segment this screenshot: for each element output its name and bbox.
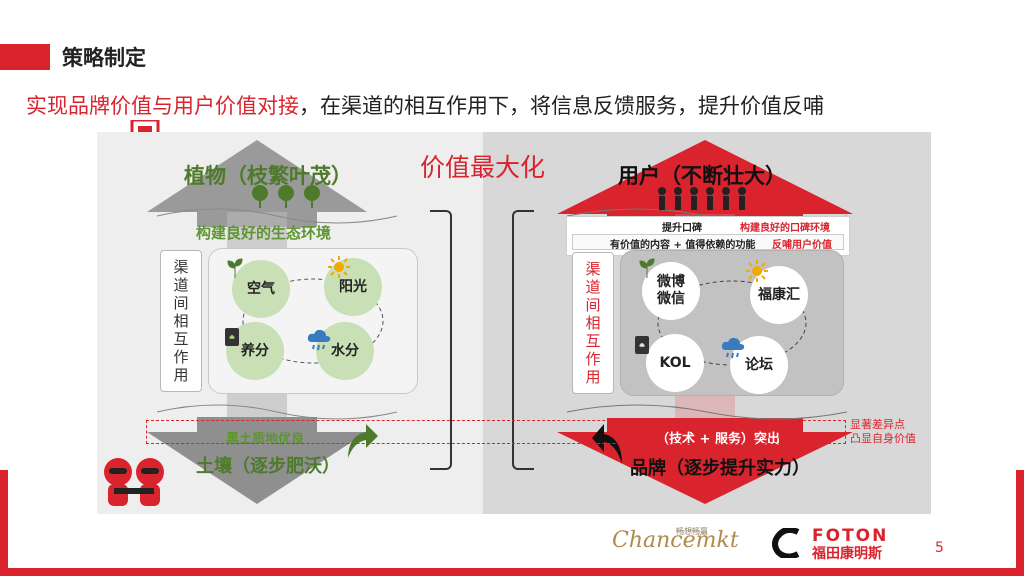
cycle-dashes-left [242, 278, 384, 364]
channel-char: 相 [173, 312, 189, 330]
header-accent-bar [0, 44, 50, 70]
fukanghui-circle: 福康汇 [750, 266, 808, 324]
people-icon [658, 187, 746, 210]
trees-icon [252, 185, 320, 208]
foton-logo-en: FOTON [812, 526, 889, 546]
channel-interaction-box-left: 渠 道 间 相 互 作 用 [160, 250, 202, 392]
water-circle: 水分 [316, 322, 374, 380]
sun-icon [746, 260, 768, 282]
slide-subtitle: 实现品牌价值与用户价值对接，在渠道的相互作用下，将信息反馈服务，提升价值反哺 [26, 91, 824, 121]
cummins-c-logo-icon [772, 528, 800, 558]
soil-title: 土壤（逐步肥沃） [196, 456, 340, 477]
channel-char: 作 [585, 350, 601, 368]
rain-cloud-icon [307, 329, 331, 351]
channel-char: 用 [173, 366, 189, 384]
channel-char: 相 [585, 314, 601, 332]
channel-char: 渠 [585, 260, 601, 278]
channel-char: 渠 [173, 258, 189, 276]
right-bracket [512, 210, 534, 470]
subtitle-rest: ，在渠道的相互作用下，将信息反馈服务，提升价值反哺 [299, 94, 824, 118]
channel-interaction-box-right: 渠 道 间 相 互 作 用 [572, 252, 614, 394]
wechat-label: 微信 [657, 291, 685, 307]
sun-circle: 阳光 [324, 258, 382, 316]
note-line-2: 凸显自身价值 [850, 432, 916, 445]
weibo-wechat-circle: 微博 微信 [642, 262, 700, 320]
air-circle: 空气 [232, 260, 290, 318]
channel-char: 道 [173, 276, 189, 294]
forum-circle: 论坛 [730, 336, 788, 394]
eco-env-title: 构建良好的生态环境 [196, 224, 332, 242]
sprout-icon [227, 258, 243, 278]
left-bracket [430, 210, 452, 470]
sun-icon [328, 256, 350, 278]
fertilizer-bag-icon [635, 336, 649, 354]
footer-bar [0, 568, 1024, 576]
page-number: 5 [935, 540, 944, 556]
content-line-box [572, 234, 844, 250]
note-line-1: 显著差异点 [850, 418, 905, 431]
black-curved-arrow-icon [592, 424, 622, 464]
wom-env-label: 构建良好的口碑环境 [740, 223, 830, 234]
differentiation-note: 显著差异点 凸显自身价值 [850, 418, 916, 446]
green-curved-arrow-icon [348, 424, 378, 458]
plant-title: 植物（枝繁叶茂） [184, 164, 352, 188]
word-of-mouth-label: 提升口碑 [662, 223, 702, 234]
mascot-icon [104, 458, 164, 506]
section-title: 策略制定 [62, 46, 146, 70]
rain-cloud-icon [721, 337, 745, 359]
channel-char: 间 [173, 294, 189, 312]
footer-accent-left [0, 470, 8, 576]
channel-char: 互 [173, 330, 189, 348]
brand-title: 品牌（逐步提升实力） [630, 458, 810, 479]
channel-char: 道 [585, 278, 601, 296]
differentiation-band [146, 420, 846, 444]
channel-char: 作 [173, 348, 189, 366]
sprout-icon [639, 258, 655, 278]
footer-accent-right [1016, 470, 1024, 576]
feedback-label: 反哺用户价值 [772, 240, 832, 251]
fertilizer-bag-icon [225, 328, 239, 346]
chance-tagline: 畅想畅赢 [676, 527, 708, 536]
content-line-label: 有价值的内容 + 值得依赖的功能 [610, 240, 756, 251]
chancemkt-logo: Chancemkt [612, 528, 739, 553]
kol-circle: KOL [646, 334, 704, 392]
weibo-label: 微博 [657, 274, 685, 290]
center-title: 价值最大化 [420, 153, 546, 182]
foton-logo-cn: 福田康明斯 [812, 546, 882, 562]
user-title: 用户（不断壮大） [618, 164, 786, 188]
subtitle-highlight: 实现品牌价值与用户价值对接 [26, 94, 299, 118]
channel-char: 互 [585, 332, 601, 350]
channel-char: 用 [585, 368, 601, 386]
channel-char: 间 [585, 296, 601, 314]
